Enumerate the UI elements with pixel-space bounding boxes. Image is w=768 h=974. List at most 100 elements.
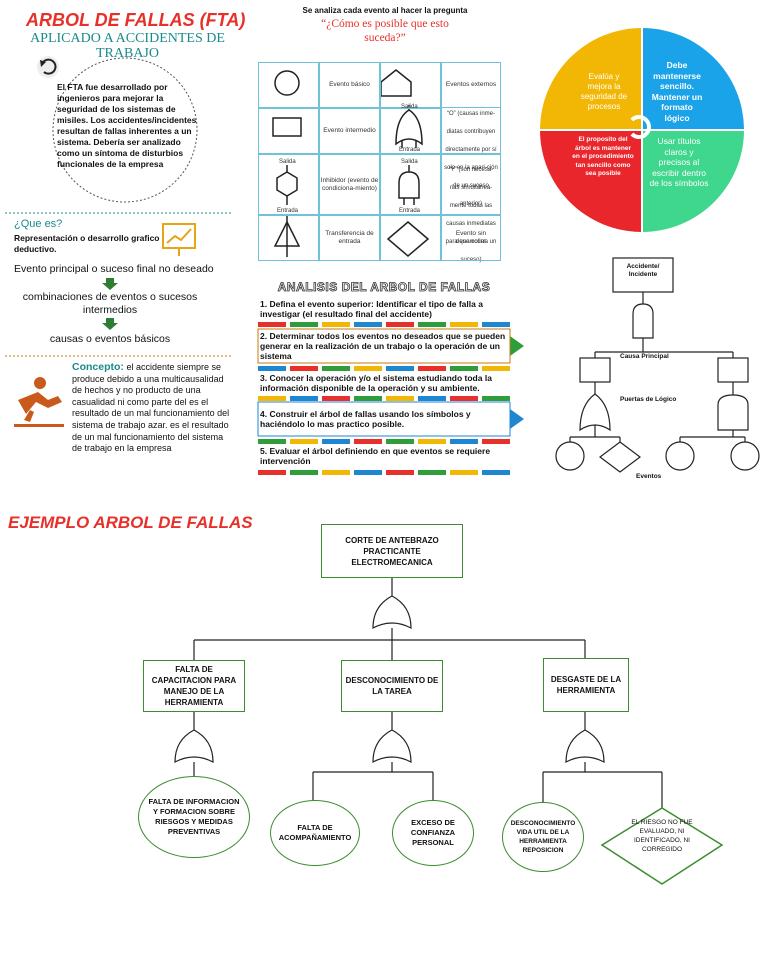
wheel-q2 xyxy=(643,28,744,129)
wheel-q1-text: Evalúa y mejora la seguridad de procesos xyxy=(580,72,628,111)
inhibitor-salida-label: Salida xyxy=(279,159,296,165)
inhibitor-label: Inhibidor (evento de condiciona-miento) xyxy=(320,176,379,192)
concept-text: el accidente siempre se produce debido a… xyxy=(72,362,230,454)
wheel-q1 xyxy=(540,28,641,129)
and-entrada-label: Entrada xyxy=(399,208,421,214)
analysis-stripe-5 xyxy=(258,470,510,475)
example-leaf-1: FALTA DE INFORMACION Y FORMACION SOBRE R… xyxy=(138,776,250,858)
example-gate-1 xyxy=(174,729,214,763)
subtitle: APLICADO A ACCIDENTES DE TRABAJO xyxy=(20,31,235,61)
and-salida-label: Salida xyxy=(401,159,418,165)
example-cause-2: DESCONOCIMIENTO DE LA TAREA xyxy=(341,660,443,712)
analysis-step-2: 2. Determinar todos los eventos no desea… xyxy=(260,331,506,361)
model-top-box xyxy=(612,257,674,293)
example-leaf-4: DESCONOCIMIENTO VIDA UTIL DE LA HERRAMIE… xyxy=(502,802,584,872)
intermediate-event-label: Evento intermedio xyxy=(323,127,376,134)
basic-event-symbol xyxy=(274,70,300,96)
wheel-q3 xyxy=(540,131,641,232)
model-event-diamond xyxy=(599,441,641,473)
wheel-q4-text: Usar títulos claros y precisos al escrib… xyxy=(649,136,709,188)
chart-presentation-icon xyxy=(162,223,196,256)
analysis-stripe-4 xyxy=(258,439,510,444)
example-leaf-5: EL RIESGO NO FUE EVALUADO, NI IDENTIFICA… xyxy=(631,819,693,853)
benefits-wheel xyxy=(540,28,744,232)
flow-step-3: causas o eventos básicos xyxy=(49,333,171,345)
flow-arrow-1 xyxy=(102,278,118,290)
example-cause-3: DESGASTE DE LA HERRAMIENTA xyxy=(543,658,629,712)
wheel-q4 xyxy=(643,131,744,232)
wheel-q3-text: El proposito del árbol es mantener en el… xyxy=(572,136,634,177)
model-top-label: Accidente/ Incidente xyxy=(626,263,660,278)
cell-basic-symbol xyxy=(258,62,319,108)
cell-external-symbol xyxy=(380,62,441,108)
wheel-q2-text: Debe mantenerse sencillo. Mantener un fo… xyxy=(651,60,703,123)
model-gates-label: Puertas de Lógico xyxy=(620,396,677,403)
example-leaf-diamond xyxy=(600,807,724,885)
cell-inhibitor-symbol: Salida Entrada xyxy=(258,154,319,215)
example-title: EJEMPLO ARBOL DE FALLAS xyxy=(8,513,253,532)
cell-basic-label: Evento básico xyxy=(319,62,380,108)
model-gate-1 xyxy=(632,303,654,339)
model-box-right xyxy=(717,357,749,383)
cell-or-symbol: Salida Entrada xyxy=(380,104,441,154)
model-events-label: Eventos xyxy=(636,473,662,480)
concept-heading: Concepto: xyxy=(72,361,124,373)
or-entrada-label: Entrada xyxy=(399,147,421,153)
basic-event-label: Evento básico xyxy=(329,81,370,88)
cycle-arrows-icon xyxy=(627,115,651,139)
model-event-circle-3 xyxy=(730,441,760,471)
analysis-step-5: 5. Evaluar el árbol definiendo en que ev… xyxy=(260,446,491,466)
cell-transfer-label: Transferencia de entrada xyxy=(319,215,380,261)
what-heading: ¿Que es? xyxy=(14,218,63,230)
cell-intermediate-label: Evento intermedio xyxy=(319,108,380,154)
falling-worker-icon xyxy=(14,377,64,427)
question-quote-line1: “¿Cómo es posible que esto xyxy=(321,18,449,30)
intro-dashed-circle xyxy=(52,57,198,203)
undeveloped-label: Evento sin desarrollar xyxy=(455,230,487,245)
example-gate-top xyxy=(372,595,412,629)
model-main-cause-label: Causa Principal xyxy=(620,353,669,360)
or-gate-symbol xyxy=(395,109,423,146)
what-text: Representación o desarrollo grafico dedu… xyxy=(14,233,160,254)
external-event-symbol xyxy=(380,69,412,97)
analysis-title: ANALISIS DEL ARBOL DE FALLAS xyxy=(277,280,491,295)
example-leaf-2: FALTA DE ACOMPAÑAMIENTO xyxy=(270,800,360,866)
recycle-icon xyxy=(37,56,59,78)
analysis-step-4: 4. Construir el árbol de fallas usando l… xyxy=(260,409,471,429)
model-main-cause-box xyxy=(579,357,611,383)
cell-inhibitor-label: Inhibidor (evento de condiciona-miento) xyxy=(319,154,380,215)
main-title: ARBOL DE FALLAS (FTA) xyxy=(26,10,246,30)
question-quote: “¿Cómo es posible que esto suceda?” xyxy=(270,17,500,45)
subtitle-line2: TRABAJO xyxy=(95,46,159,61)
transfer-label: Transferencia de entrada xyxy=(325,230,374,245)
model-gate-2 xyxy=(579,393,611,432)
analysis-step-arrows xyxy=(257,328,524,437)
analysis-stripe-3 xyxy=(258,396,510,401)
model-event-circle-1 xyxy=(555,441,585,471)
cell-intermediate-symbol xyxy=(258,108,319,154)
flow-step-1: Evento principal o suceso final no desea… xyxy=(14,263,214,275)
example-gate-3 xyxy=(565,729,605,763)
example-gate-2 xyxy=(372,729,412,763)
cell-undeveloped-label: Evento sin desarrollar xyxy=(441,215,501,261)
subtitle-line1: APLICADO A ACCIDENTES DE xyxy=(30,31,225,46)
analysis-stripe-1 xyxy=(258,322,510,327)
question-quote-line2: suceda?” xyxy=(364,32,406,44)
model-event-circle-2 xyxy=(665,441,695,471)
question-top: Se analiza cada evento al hacer la pregu… xyxy=(302,6,468,15)
intro-text: El FTA fue desarrollado por ingenieros p… xyxy=(57,82,197,169)
example-cause-1: FALTA DE CAPACITACION PARA MANEJO DE LA … xyxy=(143,660,245,712)
cell-transfer-symbol xyxy=(258,215,319,261)
analysis-step-1: 1. Defina el evento superior: Identifica… xyxy=(260,299,483,319)
inhibitor-entrada-label: Entrada xyxy=(277,208,299,214)
undeveloped-event-symbol xyxy=(386,221,430,257)
flow-step-2: combinaciones de eventos o sucesos inter… xyxy=(22,291,198,316)
concept-block: Concepto: el accidente siempre se produc… xyxy=(72,361,232,455)
intermediate-event-symbol xyxy=(272,117,302,137)
cell-external-label: Eventos externos xyxy=(441,62,501,108)
model-gate-3 xyxy=(717,394,749,431)
flow-arrow-2 xyxy=(102,318,118,330)
external-event-label: Eventos externos xyxy=(445,81,497,88)
cell-and-symbol: Salida Entrada xyxy=(380,154,441,215)
